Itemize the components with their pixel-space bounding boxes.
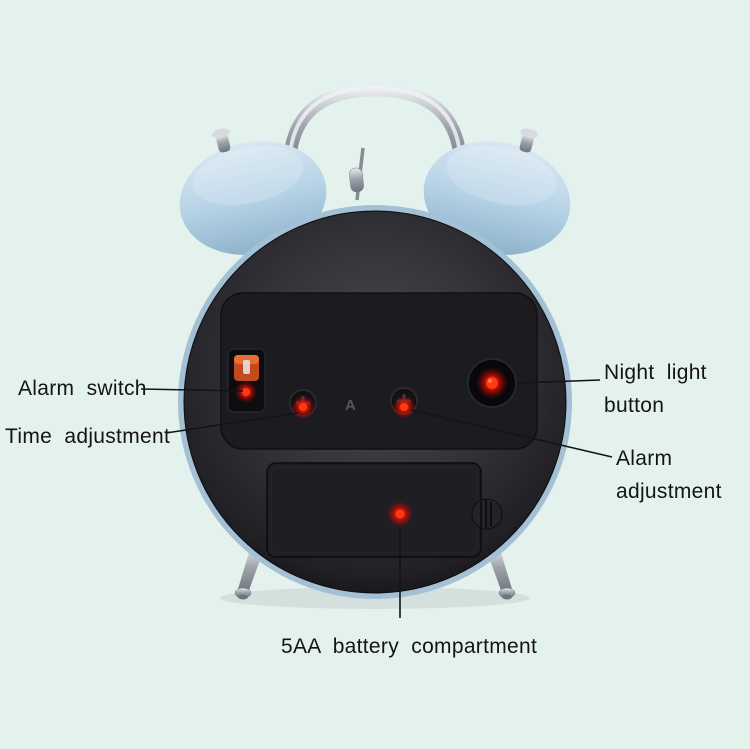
battery-compartment: [266, 462, 503, 558]
right-bell-screw: [519, 128, 538, 153]
annotation-lines: [140, 379, 613, 618]
label-night-light-button: Night light button: [604, 361, 707, 417]
label-alarm-switch: Alarm switch: [18, 377, 147, 400]
alarm-switch-pointer-line: [140, 388, 244, 392]
night-light-button: [467, 358, 517, 408]
alarm-adjustment-knob: [390, 387, 418, 419]
time-adjustment-knob: [289, 389, 317, 419]
label-alarm-adjustment: Alarm adjustment: [616, 447, 722, 503]
panel-marking: A: [345, 397, 356, 414]
left-bell-screw: [212, 128, 231, 153]
alarm-switch: [227, 348, 266, 413]
battery-latch: [471, 498, 503, 530]
label-battery-compartment: 5AA battery compartment: [281, 635, 538, 658]
label-time-adjustment: Time adjustment: [5, 425, 171, 448]
time-adjustment-pointer-line: [165, 412, 299, 434]
bell-hammer: [349, 147, 365, 201]
alarm-adjustment-pointer-line: [410, 409, 613, 458]
night-light-pointer-line: [516, 379, 601, 384]
